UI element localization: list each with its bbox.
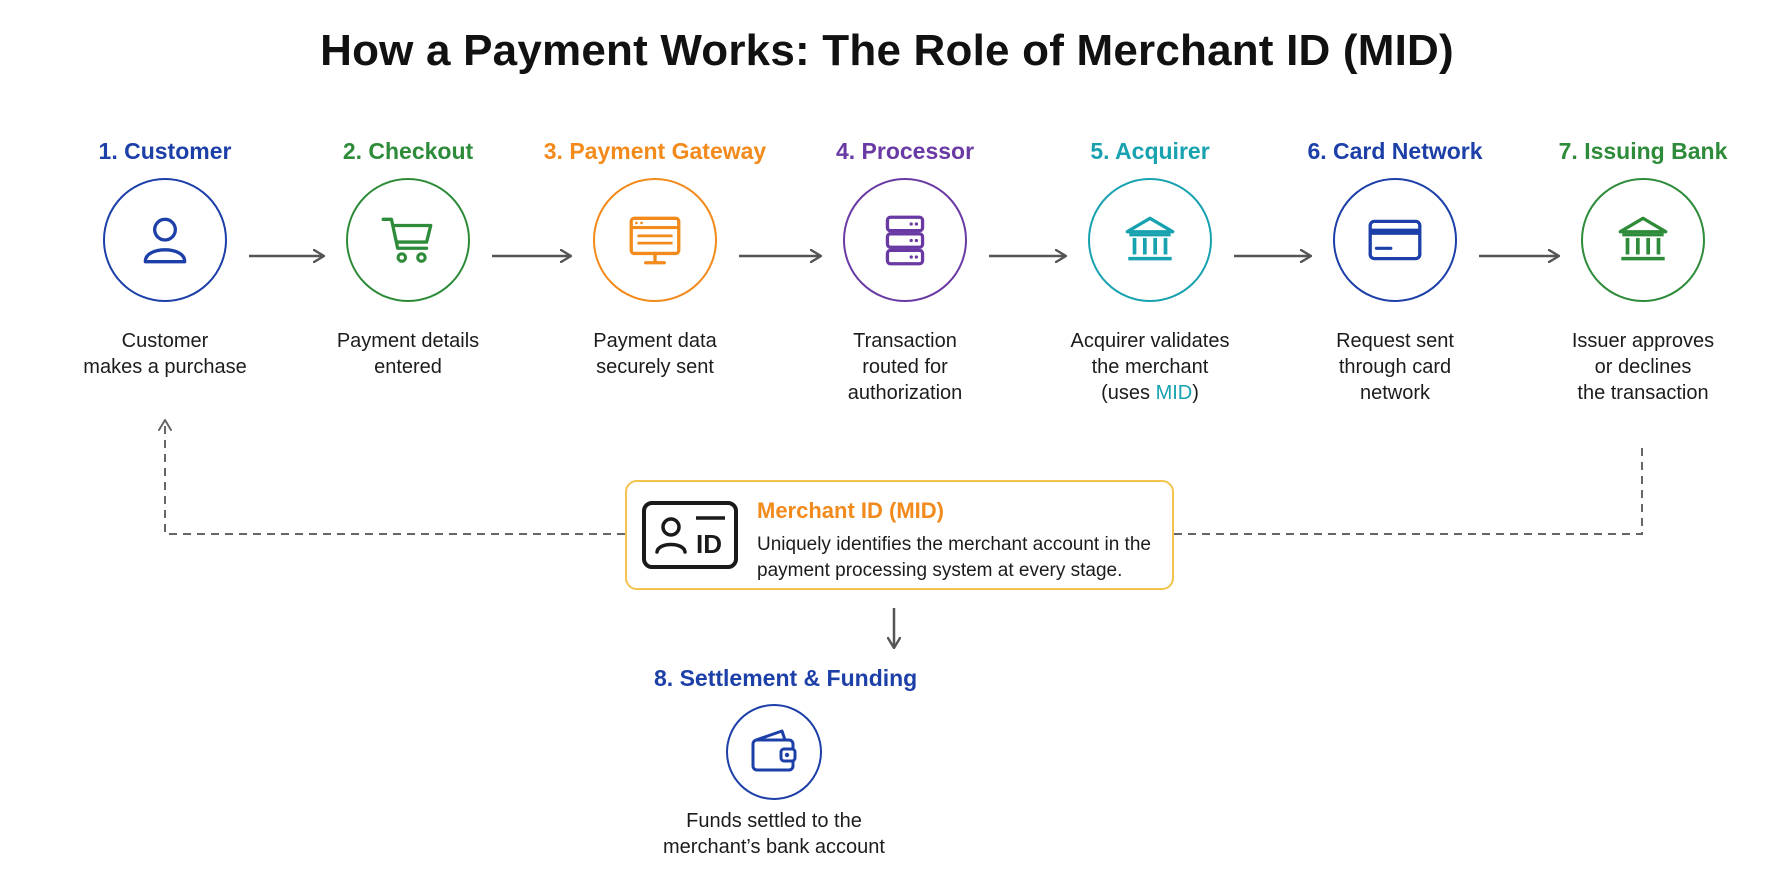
- merchant-id-callout: ID Merchant ID (MID) Uniquely identifies…: [625, 480, 1174, 590]
- step-title: 4. Processor: [835, 138, 975, 164]
- bank-icon: [1125, 216, 1175, 261]
- step-icon-circle: [346, 178, 470, 302]
- step-icon-circle: [1333, 178, 1457, 302]
- server-icon: [885, 215, 925, 266]
- settlement-icon-circle: [726, 704, 822, 800]
- mid-dashed-connector-left: [158, 419, 625, 535]
- step-title: 1. Customer: [98, 138, 232, 164]
- step-icon-circle: [593, 178, 717, 302]
- svg-text:ID: ID: [696, 529, 722, 559]
- step-title: 7. Issuing Bank: [1558, 138, 1728, 164]
- settlement-title: 8. Settlement & Funding: [654, 665, 918, 691]
- diagram-title: How a Payment Works: The Role of Merchan…: [320, 26, 1454, 75]
- wallet-icon: [751, 729, 797, 772]
- credit-card-icon: [1368, 219, 1422, 261]
- bank-icon: [1618, 216, 1668, 261]
- step-title: 5. Acquirer: [1090, 138, 1210, 164]
- person-icon: [143, 217, 187, 264]
- monitor-icon: [629, 216, 681, 265]
- step-icon-circle: [1581, 178, 1705, 302]
- shopping-cart-icon: [381, 217, 433, 263]
- mid-dashed-connector-right: [1174, 447, 1643, 535]
- merchant-id-title: Merchant ID (MID): [757, 498, 944, 523]
- step-title: 3. Payment Gateway: [543, 138, 767, 164]
- step-icon-circle: [103, 178, 227, 302]
- step-icon-circle: [843, 178, 967, 302]
- step-icon-circle: [1088, 178, 1212, 302]
- step-title: 6. Card Network: [1307, 138, 1483, 164]
- id-card-icon: ID: [642, 501, 738, 569]
- merchant-id-description: Uniquely identifies the merchant account…: [757, 534, 1151, 581]
- step-title: 2. Checkout: [342, 138, 474, 164]
- settlement-step: 8. Settlement & Funding Funds settled to…: [654, 662, 918, 860]
